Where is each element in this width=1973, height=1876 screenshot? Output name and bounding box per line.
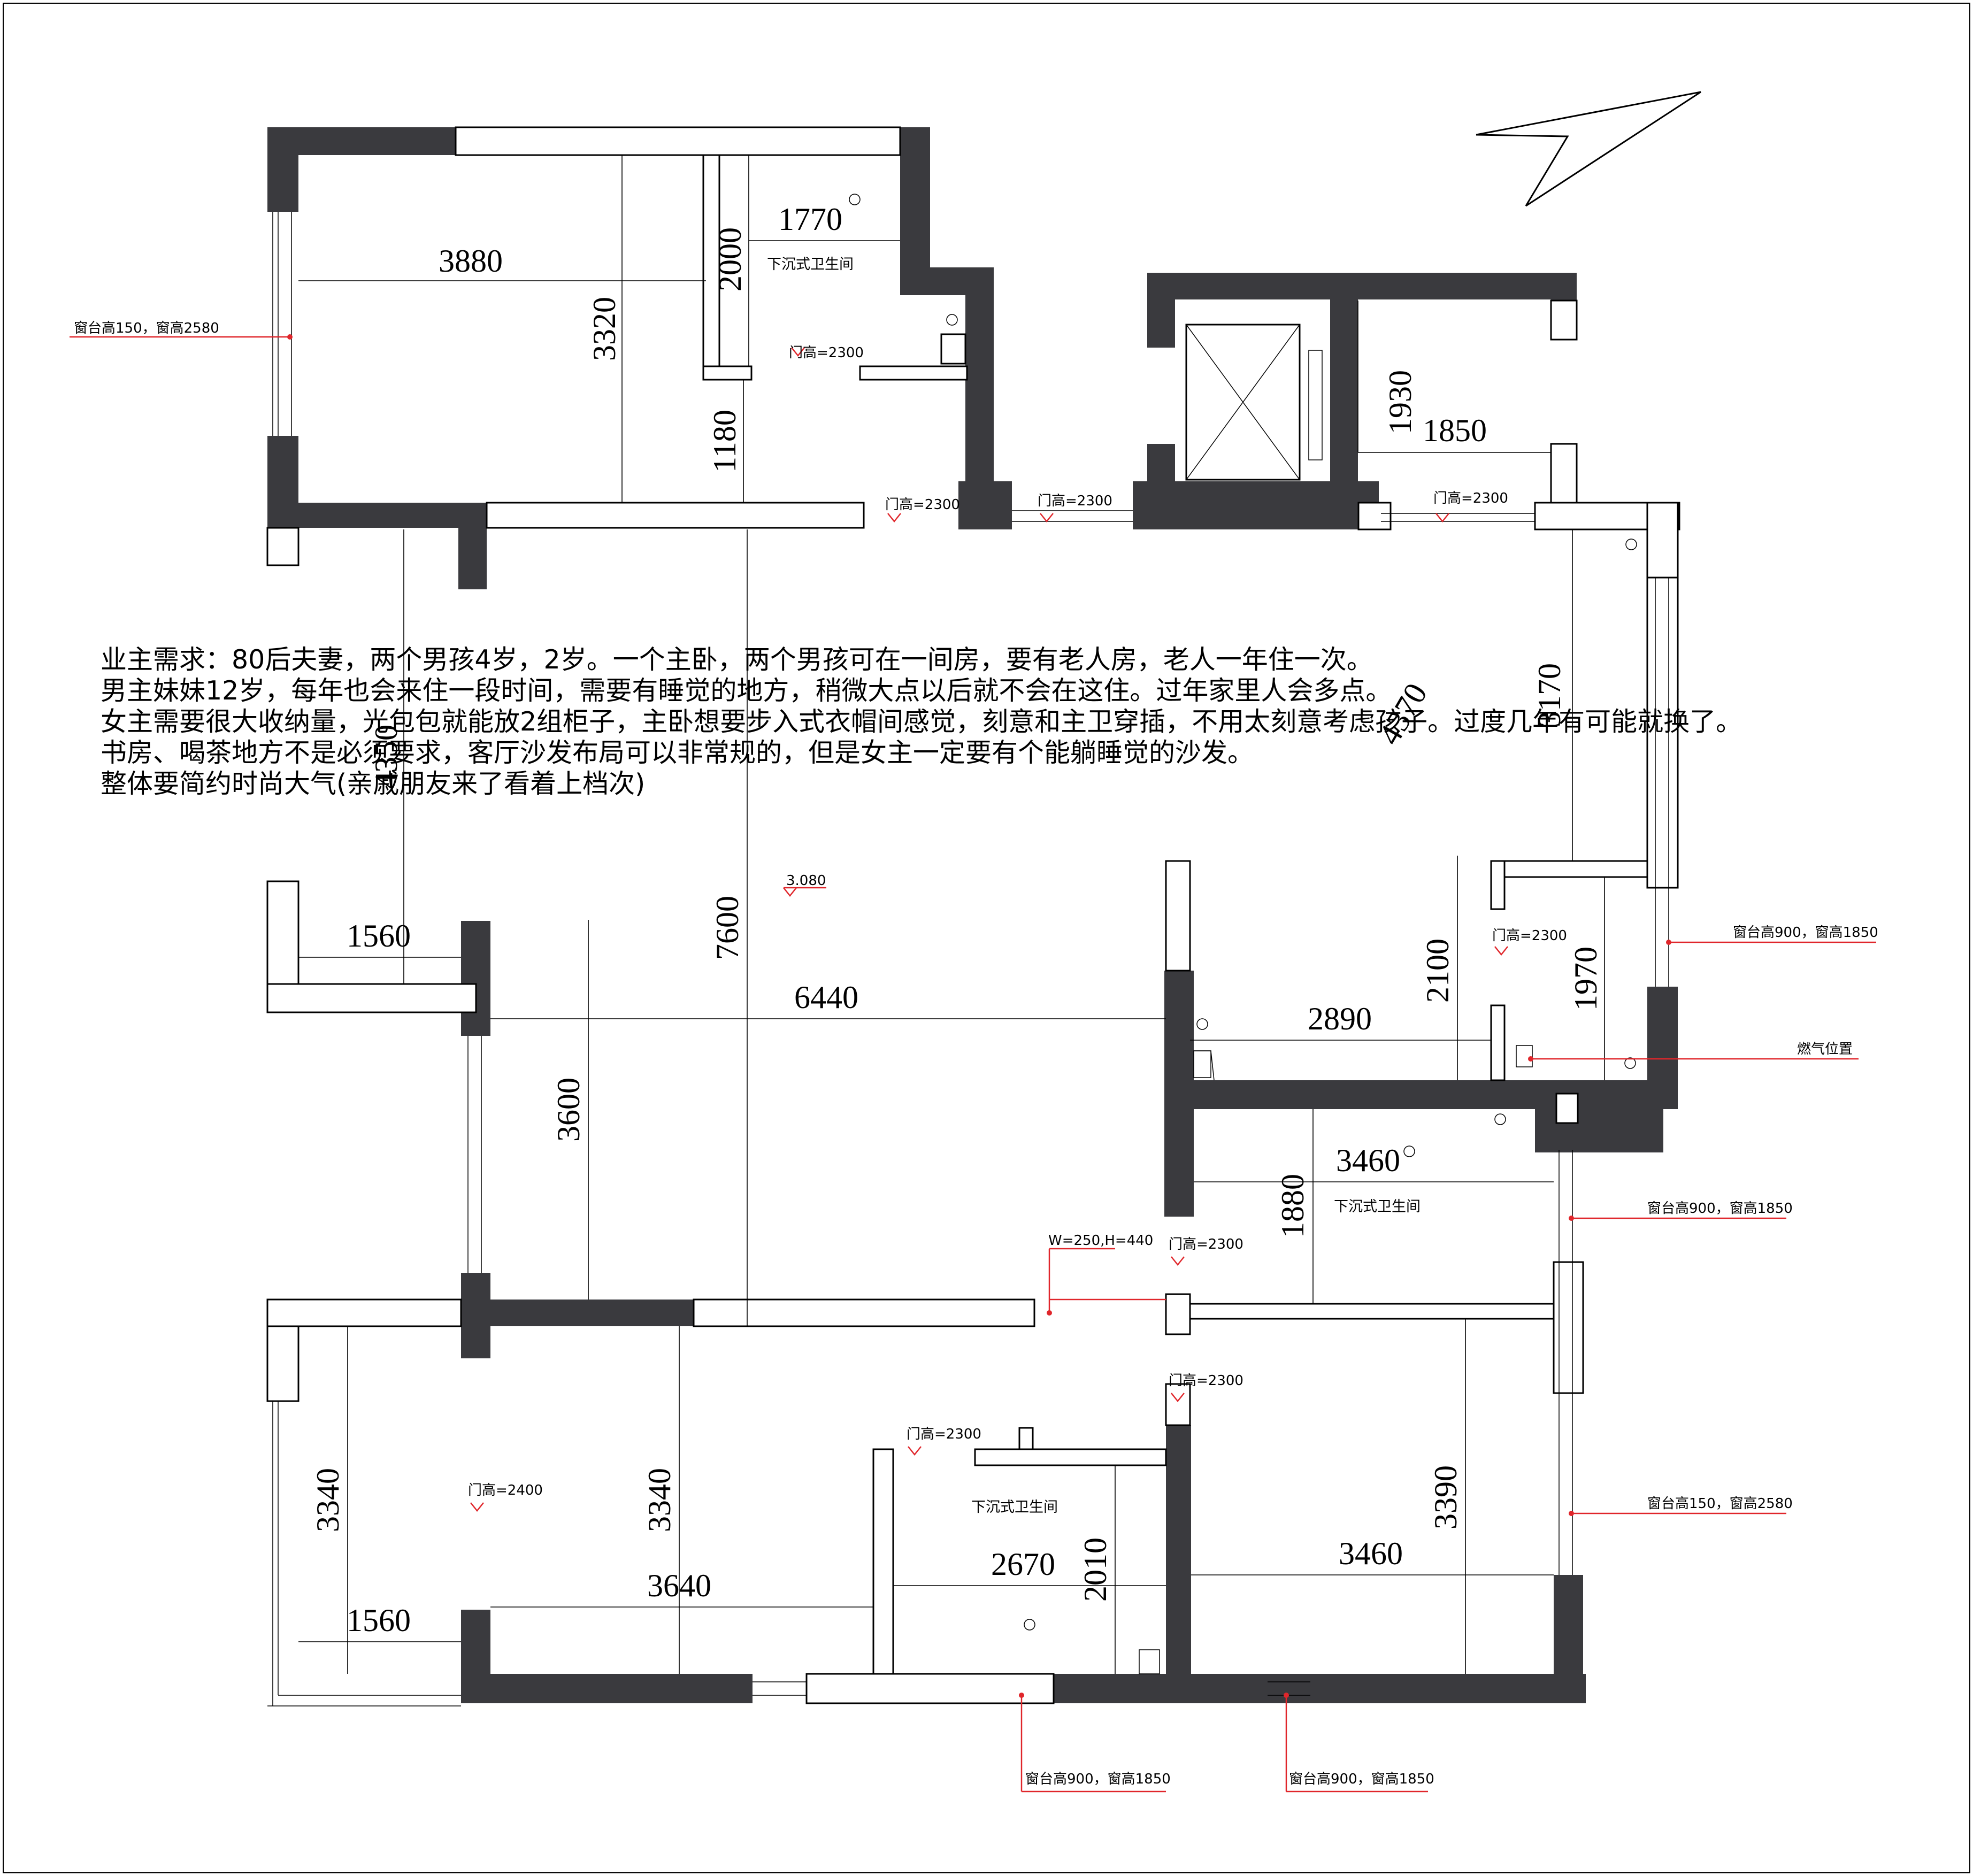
door-markers <box>470 347 1508 1512</box>
requirement-line-1: 业主需求：80后夫妻，两个男孩4岁，2岁。一个主卧，两个男孩可在一间房，要有老人… <box>101 644 1373 675</box>
dim-1770: 1770 <box>778 202 842 237</box>
window-label-right1: 窗台高900，窗高1850 <box>1733 925 1878 941</box>
dim-1180: 1180 <box>707 410 742 473</box>
dim-1560b: 1560 <box>347 1603 411 1638</box>
dim-2000: 2000 <box>712 227 748 291</box>
dim-7600: 7600 <box>710 896 745 960</box>
dim-2100: 2100 <box>1420 939 1455 1003</box>
window-label-bottom1: 窗台高900，窗高1850 <box>1025 1771 1171 1787</box>
window-callouts: 窗台高150，窗高2580 窗台高900，窗高1850 窗台高900，窗高185… <box>70 320 1878 1793</box>
drawing-frame <box>3 3 1970 1873</box>
dim-3320: 3320 <box>587 297 622 361</box>
dimension-labels: 3880 3320 1770 2000 1180 1930 1850 4350 … <box>310 202 1603 1638</box>
requirement-line-5: 整体要简约时尚大气(亲戚朋友来了看着上档次) <box>101 768 646 799</box>
other-callouts: 燃气位置 W=250,H=440 3.080 <box>783 873 1859 1316</box>
requirements-notes: 业主需求：80后夫妻，两个男孩4岁，2岁。一个主卧，两个男孩可在一间房，要有老人… <box>101 644 1919 799</box>
dim-2010: 2010 <box>1078 1537 1113 1602</box>
room-bath-bottom: 下沉式卫生间 <box>971 1499 1058 1516</box>
window-label-right3: 窗台高150，窗高2580 <box>1647 1496 1793 1512</box>
beam-label: W=250,H=440 <box>1048 1233 1153 1249</box>
dim-1880: 1880 <box>1275 1174 1310 1238</box>
door-label-8: 门高=2300 <box>907 1426 981 1442</box>
dim-3340a: 3340 <box>310 1468 346 1532</box>
room-labels: 下沉式卫生间 下沉式卫生间 下沉式卫生间 <box>767 256 1421 1516</box>
elevator-icon <box>1185 324 1323 481</box>
level-label: 3.080 <box>786 873 826 889</box>
dim-3600: 3600 <box>551 1078 586 1142</box>
dim-1970: 1970 <box>1568 947 1603 1011</box>
window-label-left: 窗台高150，窗高2580 <box>74 320 219 336</box>
dim-1930: 1930 <box>1383 370 1418 434</box>
door-labels: 门高=2300 门高=2300 门高=2300 门高=2300 门高=2300 … <box>468 345 1567 1498</box>
fixtures <box>849 194 1637 1674</box>
gas-label: 燃气位置 <box>1797 1041 1853 1057</box>
dim-1560a: 1560 <box>347 918 411 954</box>
dim-2890: 2890 <box>1308 1001 1372 1036</box>
walls <box>267 127 1678 1703</box>
door-label-7: 门高=2300 <box>1169 1373 1243 1389</box>
dim-3460b: 3460 <box>1339 1536 1403 1571</box>
dim-3390: 3390 <box>1428 1465 1463 1529</box>
north-arrow-icon <box>1476 91 1701 207</box>
door-label-4: 门高=2300 <box>1433 490 1508 506</box>
door-label-2: 门高=2300 <box>885 497 960 513</box>
dim-3460a: 3460 <box>1336 1143 1400 1178</box>
window-label-bottom2: 窗台高900，窗高1850 <box>1289 1771 1434 1787</box>
dim-4350: 4350 <box>369 725 404 789</box>
open-walls <box>266 126 1680 1704</box>
room-bath-right: 下沉式卫生间 <box>1334 1198 1421 1215</box>
door-label-5: 门高=2300 <box>1492 928 1567 944</box>
dim-1850a: 1850 <box>1423 413 1487 448</box>
window-label-right2: 窗台高900，窗高1850 <box>1647 1201 1793 1217</box>
requirement-line-4: 书房、喝茶地方不是必须要求，客厅沙发布局可以非常规的，但是女主一定要有个能躺睡觉… <box>101 737 1254 768</box>
room-bath-top: 下沉式卫生间 <box>767 256 854 273</box>
door-label-1: 门高=2300 <box>789 345 864 361</box>
dim-6440: 6440 <box>794 980 858 1015</box>
door-label-3: 门高=2300 <box>1038 493 1112 509</box>
requirement-line-2: 男主妹妹12岁，每年也会来住一段时间，需要有睡觉的地方，稍微大点以后就不会在这住… <box>101 675 1392 706</box>
dim-3640: 3640 <box>647 1568 711 1603</box>
requirement-line-3: 女主需要很大收纳量，光包包就能放2组柜子，主卧想要步入式衣帽间感觉，刻意和主卫穿… <box>101 706 1742 737</box>
dim-3340b: 3340 <box>642 1468 677 1532</box>
door-label-10: 门高=2400 <box>468 1482 543 1498</box>
dim-2670: 2670 <box>991 1547 1055 1582</box>
dim-3880: 3880 <box>439 243 503 279</box>
dimension-lines <box>298 155 1605 1674</box>
windows <box>267 212 1669 1706</box>
door-label-6: 门高=2300 <box>1169 1236 1243 1252</box>
dim-3170: 3170 <box>1532 663 1567 727</box>
